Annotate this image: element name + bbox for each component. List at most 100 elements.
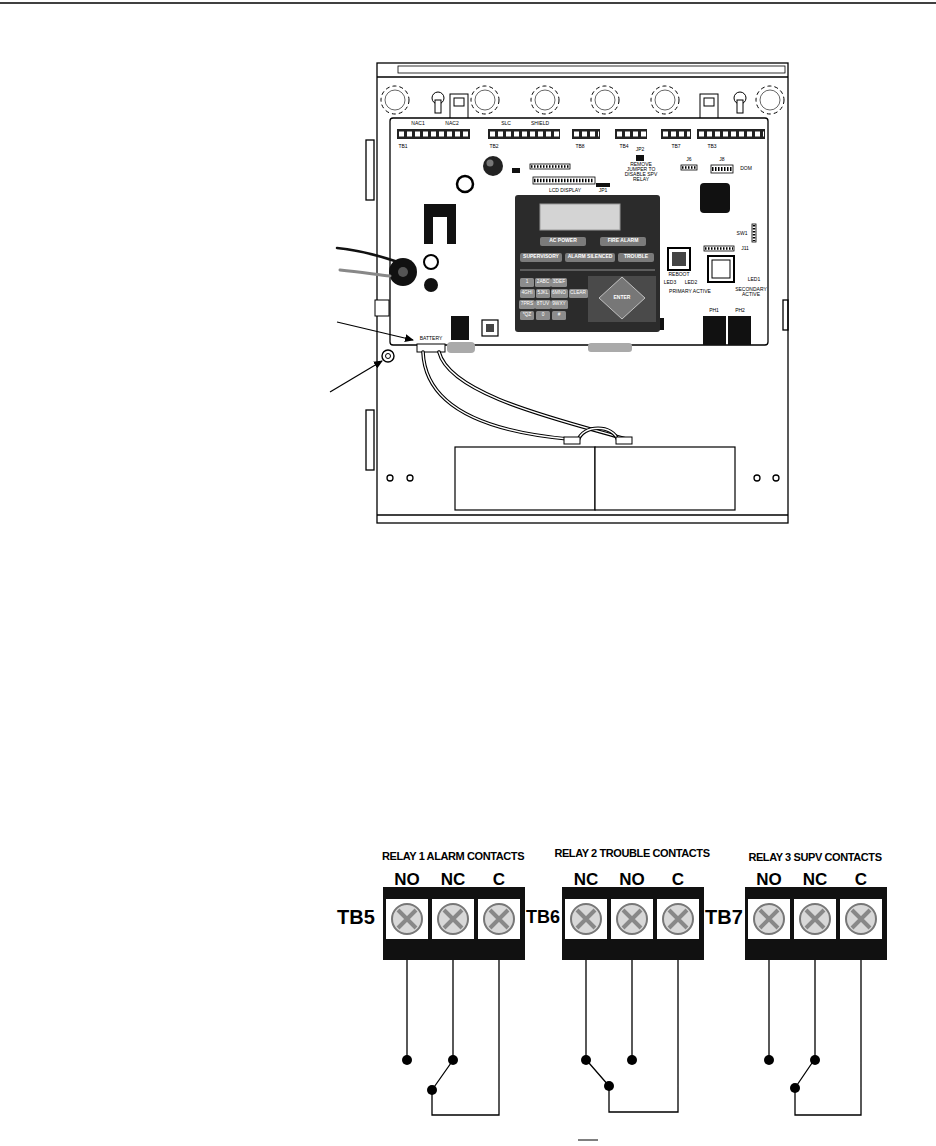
- terminal-label: C: [855, 871, 867, 889]
- knockout: [756, 86, 784, 114]
- battery-cable: [564, 437, 580, 444]
- ground-stud: [375, 300, 394, 362]
- node-text: #: [558, 312, 561, 317]
- node-text: 1: [526, 279, 529, 284]
- board-component: [487, 160, 494, 167]
- knockout: [651, 86, 679, 114]
- pin-header: [753, 225, 756, 241]
- node-text: ENTER: [614, 295, 631, 301]
- terminal-block: [617, 132, 646, 137]
- keypad-key: 7PRS: [519, 300, 535, 309]
- terminal-block: [399, 132, 469, 137]
- node-text: 7PRS: [521, 301, 534, 306]
- circuit-board: [390, 118, 768, 345]
- terminal-block: [661, 129, 691, 139]
- board-component: [447, 342, 475, 353]
- keypad-key: 5JKL: [536, 289, 550, 298]
- pin-header: [530, 164, 570, 169]
- board-component: [708, 256, 734, 282]
- terminal-label: NO: [756, 871, 782, 889]
- keypad-key: 4GHI: [520, 289, 535, 298]
- keypad-key: 6MNO: [551, 289, 568, 298]
- board-label: SECONDARY ACTIVE: [735, 287, 767, 298]
- enclosure: [783, 300, 788, 330]
- pin-header: [711, 165, 733, 173]
- pin-header: [534, 179, 594, 183]
- relay-terminal-block: [383, 887, 525, 960]
- contact-dot: [810, 1055, 820, 1065]
- battery-cable: [578, 428, 618, 441]
- keypad-key: *QZ: [520, 311, 534, 320]
- relay-terminal-block: [760, 910, 870, 928]
- enclosure: [398, 66, 785, 73]
- relay-terminal-block: [383, 887, 525, 960]
- jumper: [512, 155, 644, 187]
- board-label: LED3: [664, 280, 677, 285]
- board-label: PRIMARY ACTIVE: [669, 289, 711, 294]
- contact-dot: [790, 1083, 800, 1093]
- enclosure: [754, 475, 760, 481]
- terminal-label: NO: [619, 871, 645, 889]
- lcd-panel: [540, 204, 620, 230]
- knockout: [385, 90, 405, 110]
- board-component: [588, 343, 632, 352]
- relay-terminal-block: [745, 887, 887, 960]
- board-label: TB8: [575, 144, 584, 149]
- power-wire: [337, 248, 398, 262]
- enclosure: [366, 140, 374, 200]
- jumper: [512, 168, 520, 173]
- board-label: NAC1: [411, 121, 424, 126]
- terminal-label: NO: [394, 871, 420, 889]
- node-text: *QZ: [523, 312, 532, 317]
- board-component: [389, 258, 417, 286]
- battery-cable: [616, 437, 632, 444]
- pin-header: [752, 224, 756, 242]
- enclosure: [366, 63, 788, 523]
- knockout: [381, 86, 784, 114]
- enclosure: [773, 475, 779, 481]
- board-label: PH1: [709, 308, 719, 313]
- board-label: J6: [686, 157, 691, 162]
- terminal-block: [615, 129, 647, 139]
- terminal-block: [572, 129, 600, 139]
- mounting-tab: [450, 94, 718, 120]
- relay-contact-wiring: [407, 960, 861, 1115]
- terminal-label: C: [493, 871, 505, 889]
- battery: [595, 447, 735, 510]
- node-text: SUPERVISORY: [523, 254, 559, 260]
- enclosure: [377, 76, 788, 77]
- knockout: [381, 86, 409, 114]
- board-component: [712, 260, 730, 278]
- leader-arrow: [330, 361, 382, 392]
- terminal-label: NC: [574, 871, 599, 889]
- node-text: RELAY 2 TROUBLE CONTACTS: [554, 847, 709, 859]
- lcd-panel: [515, 195, 660, 332]
- knockout: [595, 90, 615, 110]
- page-rule: [0, 2, 936, 4]
- board-component: [703, 316, 726, 345]
- terminal-label: NC: [803, 871, 828, 889]
- leader-arrow: [330, 322, 413, 392]
- board-component: [728, 316, 751, 345]
- terminal-block-label: TB6: [526, 908, 560, 927]
- contact-dot: [448, 1055, 458, 1065]
- terminal-block-label: TB7: [705, 907, 743, 928]
- keyhole: [432, 92, 746, 113]
- annunciator-button: SUPERVISORY: [520, 253, 562, 262]
- contact-dot: [402, 1055, 820, 1095]
- terminal-block: [697, 129, 765, 139]
- ground-stud: [375, 300, 389, 316]
- keypad-key: 9WXY: [551, 300, 568, 309]
- node-text: ALARM SILENCED: [568, 254, 613, 260]
- board-label: NAC2: [445, 121, 458, 126]
- relay-terminal-block: [562, 887, 704, 960]
- annunciator-button: AC POWER: [540, 237, 586, 246]
- battery-cable: [439, 352, 626, 439]
- terminal-label: NC: [441, 871, 466, 889]
- terminal-block: [397, 129, 765, 139]
- board-component: [451, 316, 469, 340]
- terminal-block: [490, 132, 559, 137]
- pin-header: [531, 165, 569, 168]
